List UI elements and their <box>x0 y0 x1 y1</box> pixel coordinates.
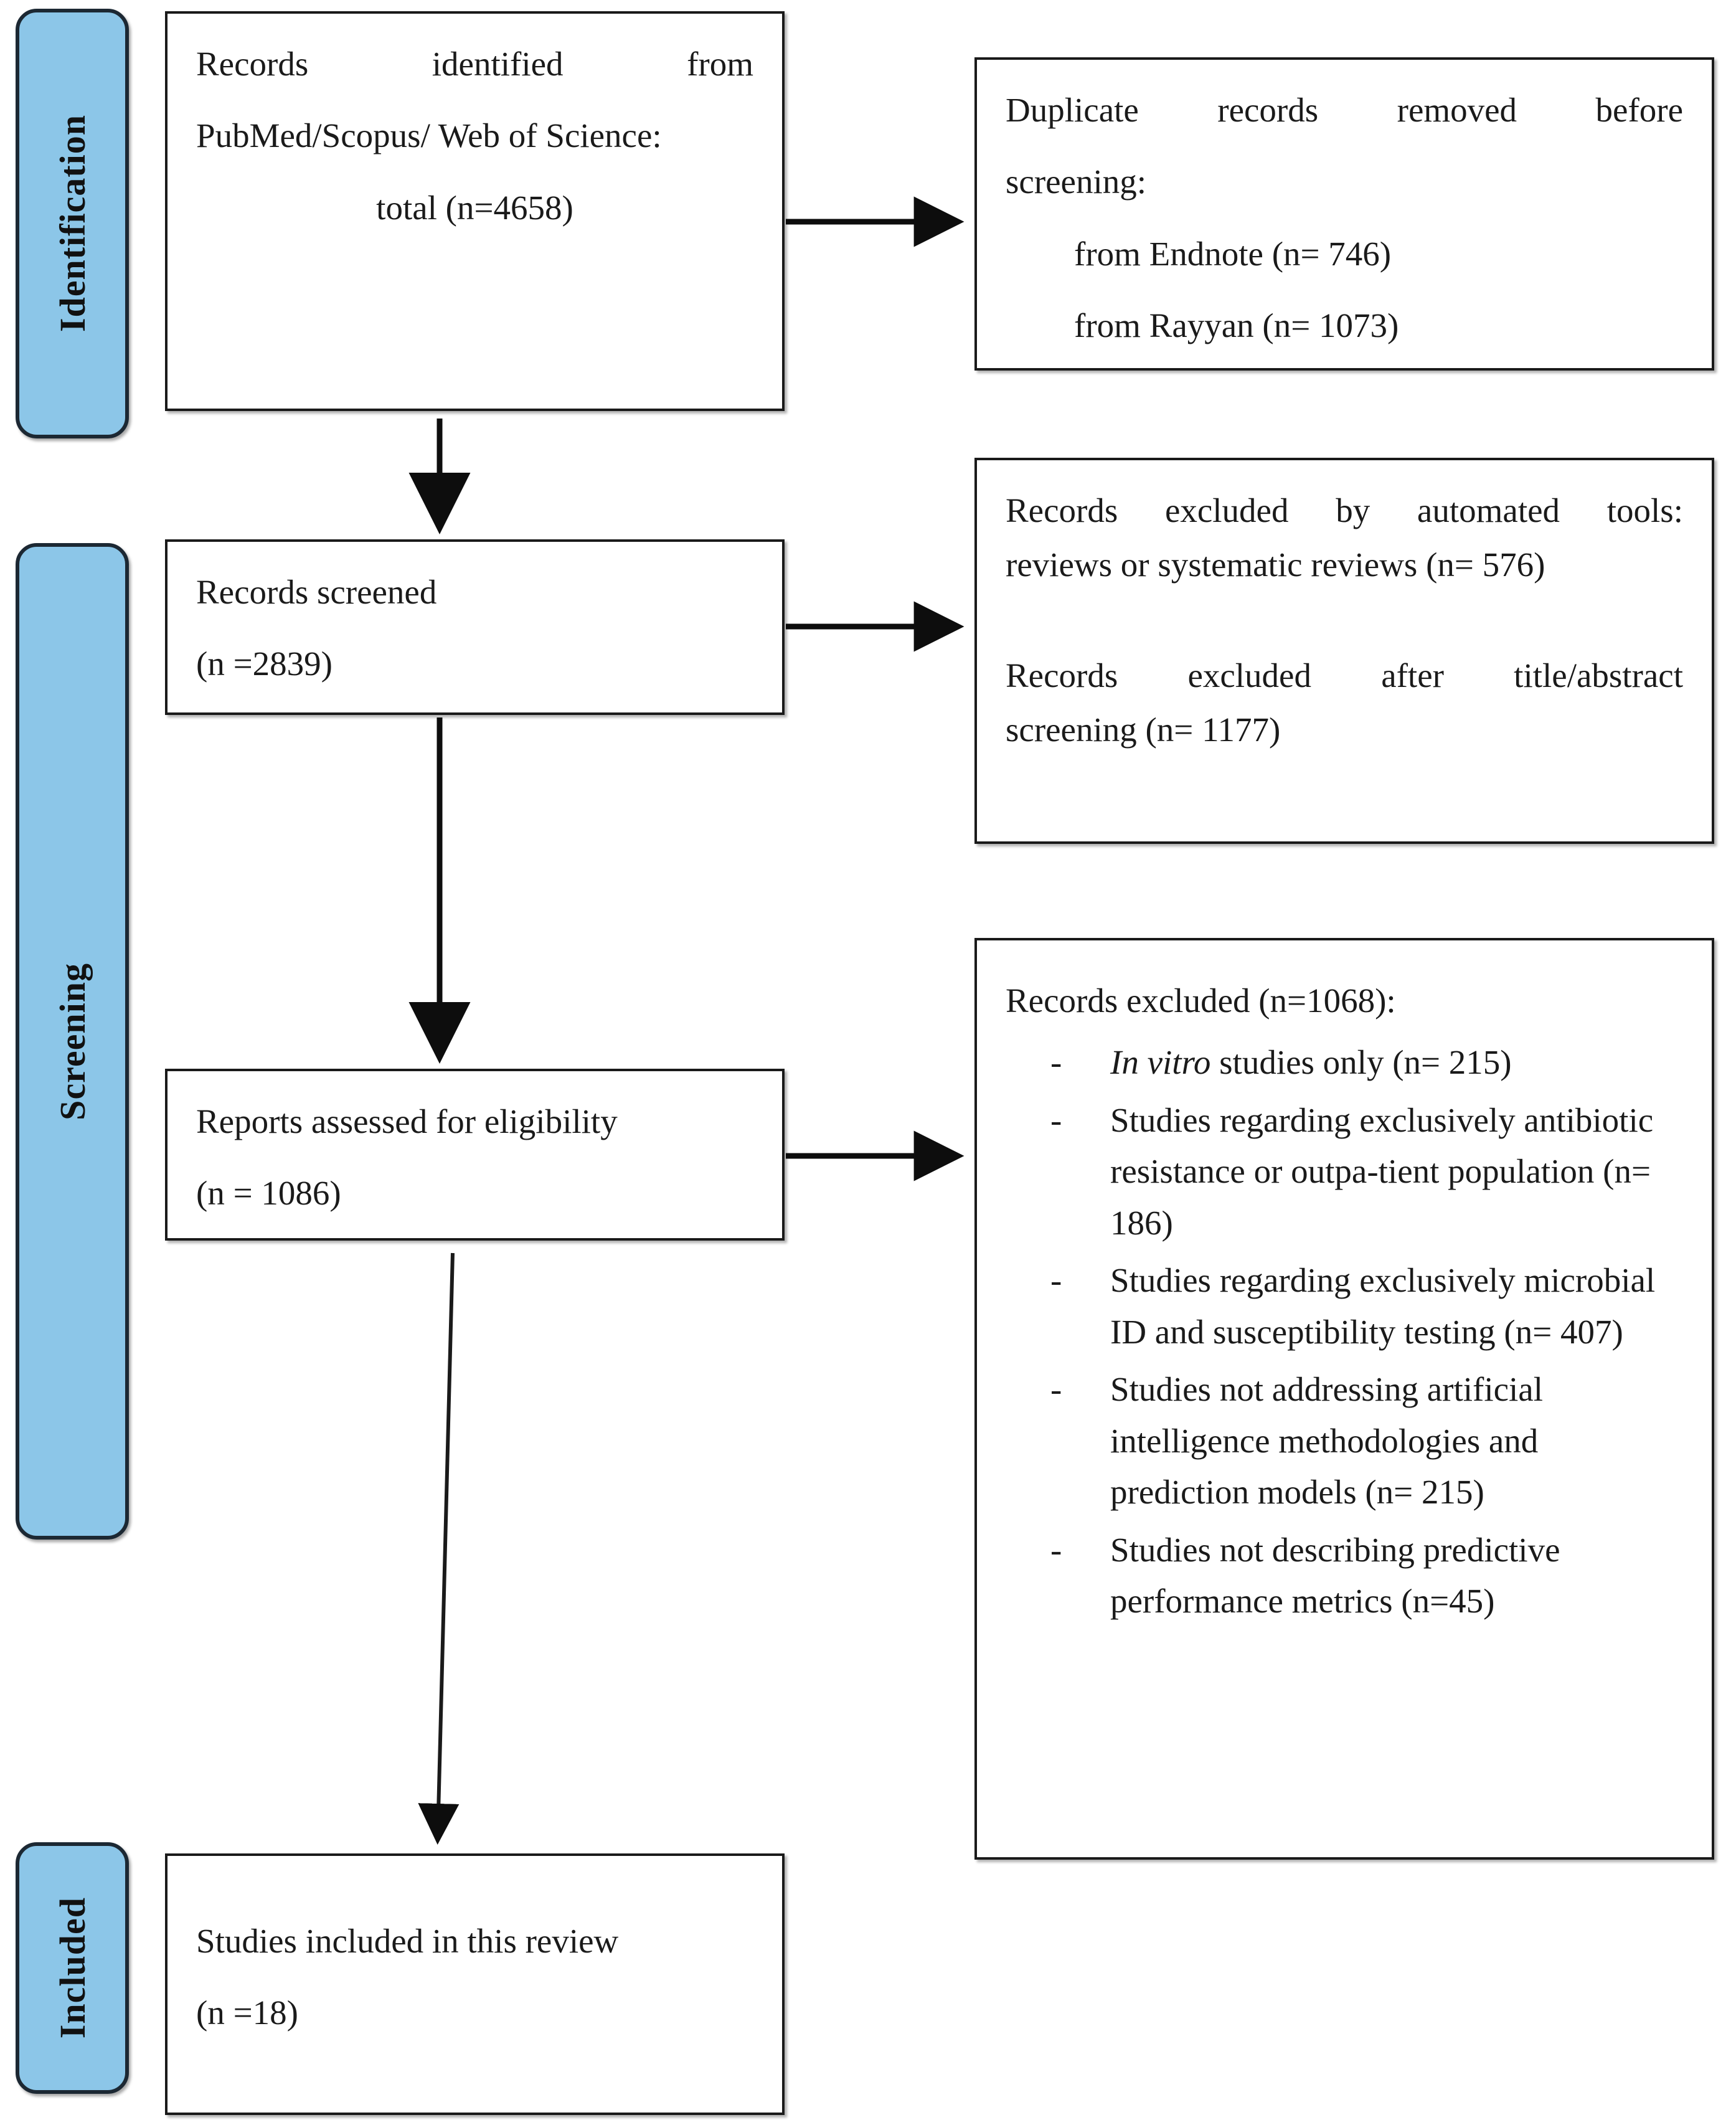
eligibility-label: Reports assessed for eligibility <box>196 1102 618 1140</box>
duplicates-rayyan: from Rayyan (n= 1073) <box>1074 306 1399 345</box>
stage-tab-screening-label: Screening <box>52 962 93 1120</box>
stage-tab-included[interactable]: Included <box>16 1842 129 2094</box>
reason-3-text: Studies not addressing artificial intell… <box>1110 1370 1543 1512</box>
duplicates-line-2: screening: <box>1006 163 1147 201</box>
list-item: - Studies regarding exclusively microbia… <box>1050 1255 1683 1358</box>
reason-1-text: Studies regarding exclusively antibiotic… <box>1110 1100 1654 1242</box>
list-item: - Studies regarding exclusively antibiot… <box>1050 1095 1683 1249</box>
reason-0-text: studies only (n= 215) <box>1210 1043 1512 1082</box>
arrow-down-icon <box>418 1252 460 1845</box>
excluded-eligibility-header: Records excluded (n=1068): <box>1006 982 1396 1020</box>
duplicates-endnote: from Endnote (n= 746) <box>1074 234 1392 273</box>
records-screened-label: Records screened <box>196 573 437 611</box>
records-identified-total: total (n=4658) <box>376 188 573 227</box>
dash-bullet-icon: - <box>1050 1100 1062 1139</box>
records-screened-count: (n =2839) <box>196 645 333 683</box>
box-duplicates-removed: Duplicate records removed before screeni… <box>974 57 1714 371</box>
box-records-screened: Records screened (n =2839) <box>165 539 785 715</box>
excluded-reasons-list: - In vitro studies only (n= 215) - Studi… <box>1006 1037 1683 1627</box>
eligibility-count: (n = 1086) <box>196 1174 341 1213</box>
reason-0-italic: In vitro <box>1110 1043 1211 1082</box>
studies-included-count: (n =18) <box>196 1994 298 2032</box>
dash-bullet-icon: - <box>1050 1261 1062 1300</box>
reason-4-text: Studies not describing predictive perfor… <box>1110 1530 1560 1621</box>
box-records-excluded-eligibility: Records excluded (n=1068): - In vitro st… <box>974 938 1714 1860</box>
records-identified-line-2: PubMed/Scopus/ Web of Science: <box>196 116 662 155</box>
excluded-automated-line-2: reviews or systematic reviews (n= 576) <box>1006 546 1545 584</box>
stage-tab-identification-label: Identification <box>52 115 93 333</box>
stage-tab-identification[interactable]: Identification <box>16 9 129 438</box>
excluded-title-abstract-line-2: screening (n= 1177) <box>1006 711 1281 749</box>
records-identified-line-1: Records identified from <box>196 45 753 83</box>
box-studies-included: Studies included in this review (n =18) <box>165 1853 785 2115</box>
dash-bullet-icon: - <box>1050 1043 1062 1082</box>
list-item: - Studies not addressing artificial inte… <box>1050 1364 1683 1518</box>
stage-tab-screening[interactable]: Screening <box>16 543 129 1540</box>
duplicates-line-1: Duplicate records removed before <box>1006 91 1683 129</box>
list-item: - Studies not describing predictive perf… <box>1050 1525 1683 1627</box>
excluded-automated-line-1: Records excluded by automated tools: <box>1006 491 1683 529</box>
dash-bullet-icon: - <box>1050 1530 1062 1569</box>
stage-tab-included-label: Included <box>52 1897 93 2039</box>
dash-bullet-icon: - <box>1050 1370 1062 1409</box>
excluded-title-abstract-line-1: Records excluded after title/abstract <box>1006 656 1683 694</box>
box-records-identified: Records identified from PubMed/Scopus/ W… <box>165 11 785 411</box>
box-records-excluded-screening: Records excluded by automated tools: rev… <box>974 458 1714 844</box>
list-item: - In vitro studies only (n= 215) <box>1050 1037 1683 1089</box>
box-reports-assessed-eligibility: Reports assessed for eligibility (n = 10… <box>165 1069 785 1241</box>
reason-2-text: Studies regarding exclusively microbial … <box>1110 1261 1656 1351</box>
studies-included-label: Studies included in this review <box>196 1922 619 1960</box>
